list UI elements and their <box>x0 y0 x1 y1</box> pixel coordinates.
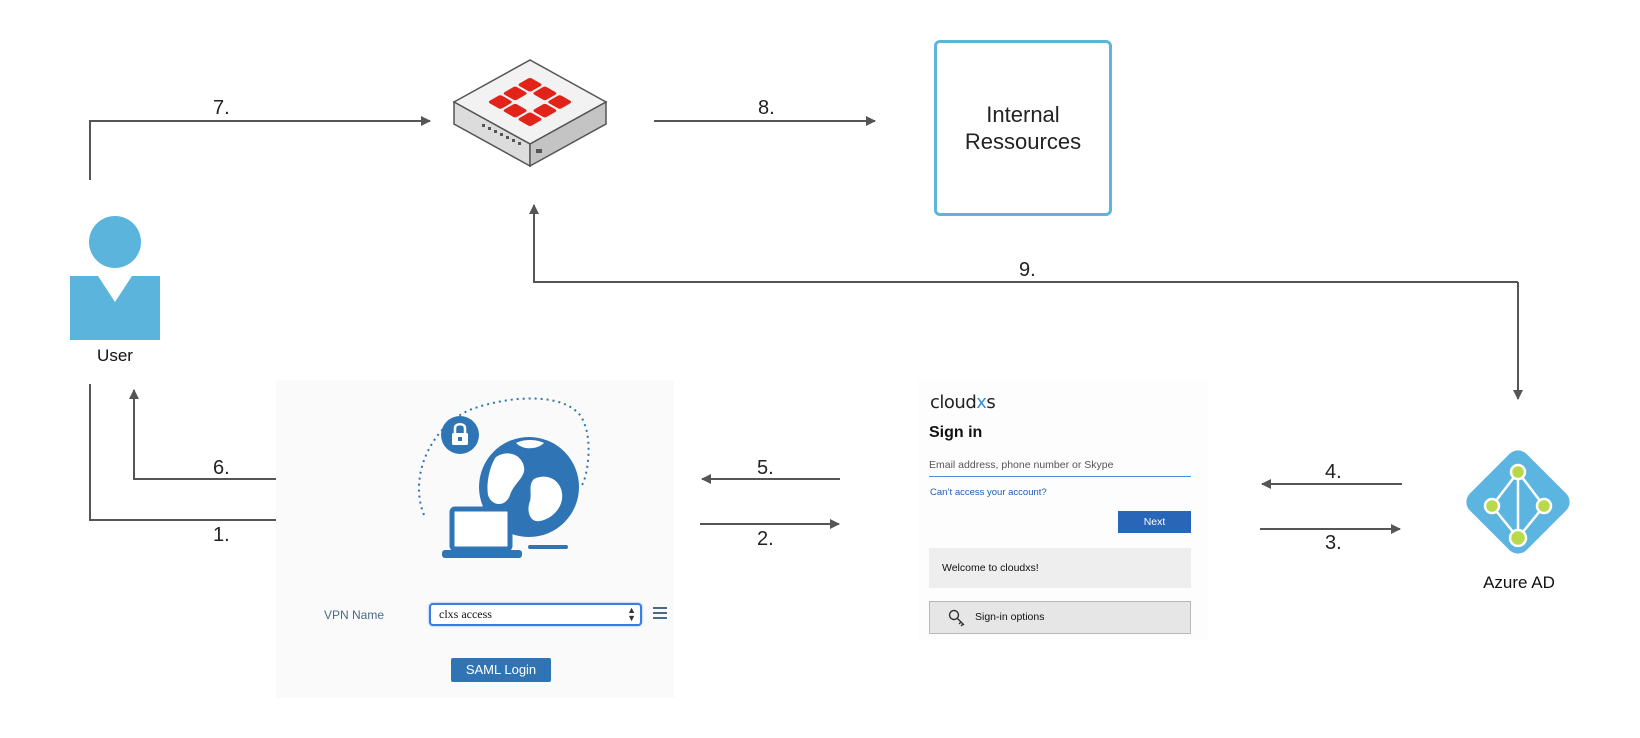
signin-options-label: Sign-in options <box>975 611 1045 623</box>
arrow-step-9-to-firewall <box>529 204 1518 283</box>
step-label-5: 5. <box>757 457 774 479</box>
signin-title: Sign in <box>929 424 983 441</box>
step-label-7: 7. <box>213 97 230 119</box>
azure-ad-icon <box>1466 450 1570 554</box>
step-label-4: 4. <box>1325 461 1342 483</box>
fortigate-appliance-icon <box>452 59 608 168</box>
menu-icon[interactable] <box>653 607 667 621</box>
step-label-3: 3. <box>1325 532 1342 554</box>
signin-options-button[interactable]: Sign-in options <box>929 601 1191 634</box>
cant-access-link[interactable]: Can’t access your account? <box>930 487 1047 498</box>
internal-resources-box: Internal Ressources <box>934 40 1112 216</box>
step-label-1: 1. <box>213 524 230 546</box>
email-placeholder: Email address, phone number or Skype <box>929 459 1114 471</box>
azure-ad-label: Azure AD <box>1483 573 1555 592</box>
next-button[interactable]: Next <box>1118 511 1191 533</box>
vpn-name-select[interactable]: clxs access ▲▼ <box>429 603 642 626</box>
vpn-name-label: VPN Name <box>324 608 385 622</box>
select-arrows-icon: ▲▼ <box>627 605 636 623</box>
step-label-6: 6. <box>213 457 230 479</box>
signin-panel <box>918 380 1208 640</box>
brand-prefix: cloud <box>930 392 977 413</box>
brand-x: x <box>976 392 987 413</box>
person-icon <box>70 216 160 340</box>
arrow-step-6 <box>129 389 324 480</box>
globe-laptop-lock-icon <box>418 397 590 558</box>
email-field[interactable]: Email address, phone number or Skype <box>929 456 1191 477</box>
brand-suffix: s <box>986 392 996 413</box>
step-label-2: 2. <box>757 528 774 550</box>
user-label: User <box>97 346 133 365</box>
arrow-step-1 <box>89 384 329 525</box>
arrow-step-7 <box>89 116 431 180</box>
vpn-name-value: clxs access <box>439 607 492 621</box>
cloudxs-logo: cloudxs <box>930 392 996 413</box>
key-icon <box>948 609 965 627</box>
step-label-8: 8. <box>758 97 775 119</box>
welcome-message: Welcome to cloudxs! <box>929 548 1191 588</box>
step-label-9: 9. <box>1019 259 1036 281</box>
saml-login-button[interactable]: SAML Login <box>451 658 551 682</box>
